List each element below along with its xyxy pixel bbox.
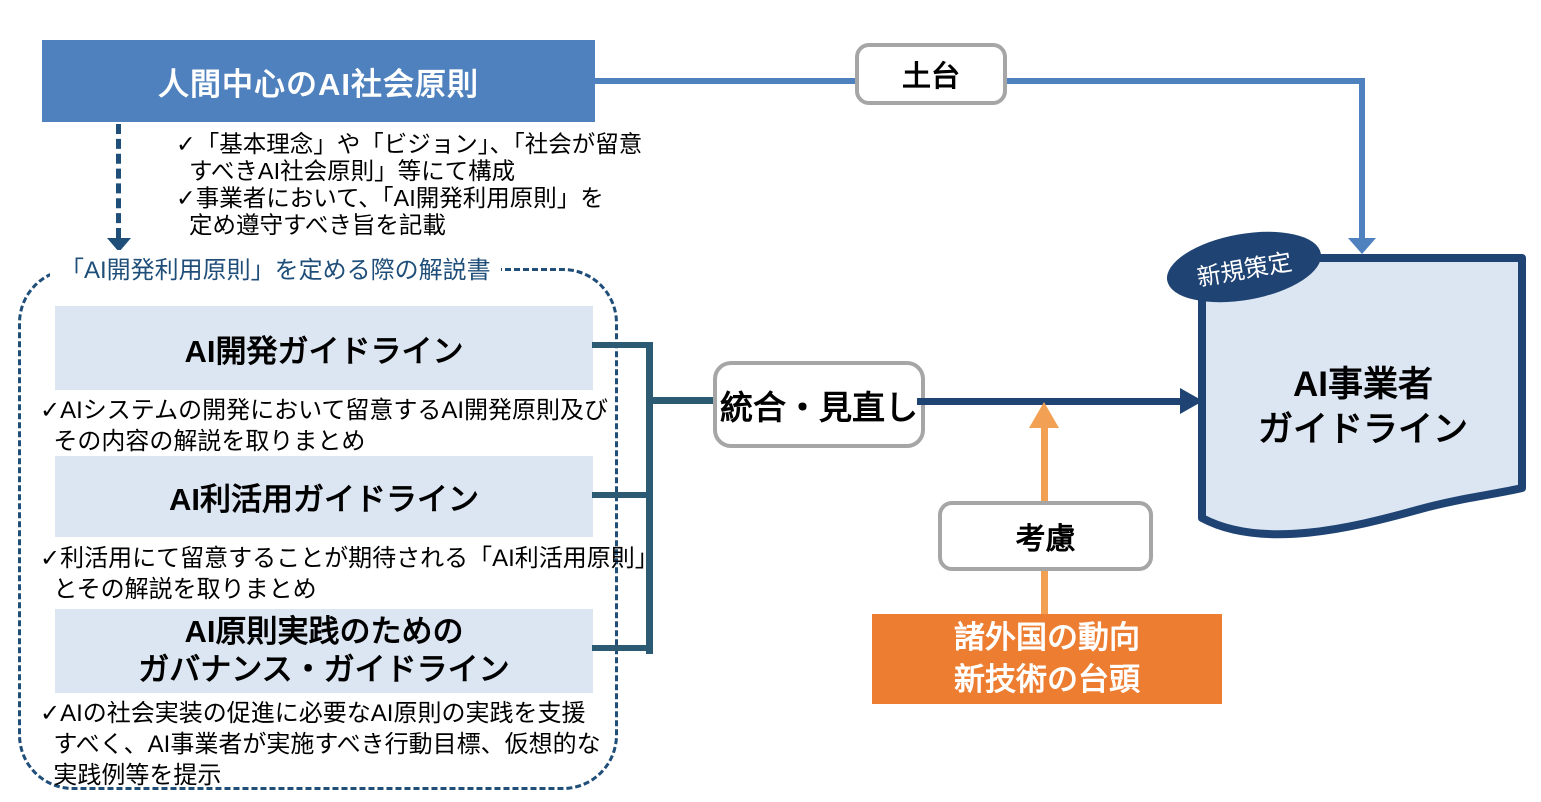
guideline-title: AI利活用ガイドライン	[169, 482, 479, 517]
principles-notes: ✓「基本理念」や「ビジョン」、「社会が留意 すべきAI社会原則」等にて構成 ✓事…	[176, 131, 642, 239]
guideline-note: ✓利活用にて留意することが期待される「AI利活用原則」 とその解説を取りまとめ	[40, 545, 659, 603]
guideline-box-governance: AI原則実践のための ガバナンス・ガイドライン	[55, 609, 593, 693]
guideline-title: AI開発ガイドライン	[184, 333, 464, 369]
bracket-stub-2	[592, 492, 652, 498]
principles-note: ✓「基本理念」や「ビジョン」、「社会が留意 すべきAI社会原則」等にて構成	[176, 131, 643, 184]
consideration-badge: 考慮	[938, 501, 1153, 571]
guidebook-caption: 「AI開発利用原則」を定める際の解説書	[50, 250, 501, 285]
drivers-box: 諸外国の動向 新技術の台頭	[872, 614, 1222, 704]
principles-note: ✓事業者において、「AI開発利用原則」を 定め遵守すべき旨を記載	[176, 185, 604, 238]
guideline-box-development: AI開発ガイドライン	[55, 306, 593, 390]
dashed-arrow-line	[116, 124, 121, 238]
integration-badge: 統合・見直し	[713, 361, 925, 448]
bracket-to-integration-line	[646, 397, 713, 404]
bracket-stub-3	[592, 645, 652, 651]
guideline-box-utilization: AI利活用ガイドライン	[55, 456, 593, 537]
foundation-badge-label: 土台	[901, 61, 960, 93]
bracket-stub-1	[592, 342, 652, 348]
principles-box-label: 人間中心のAI社会原則	[158, 66, 479, 102]
consideration-badge-label: 考慮	[1015, 523, 1076, 556]
new-formulation-badge-label: 新規策定	[1194, 248, 1295, 292]
integration-arrow-line	[917, 398, 1182, 405]
arrow-right-icon	[1180, 388, 1203, 414]
dashed-arrow-down-icon	[107, 238, 131, 252]
guideline-note: ✓AIシステムの開発において留意するAI開発原則及び その内容の解説を取りまとめ	[40, 397, 609, 455]
integration-badge-label: 統合・見直し	[720, 388, 918, 426]
arrow-up-icon	[1029, 402, 1059, 428]
foundation-badge: 土台	[855, 43, 1007, 105]
arrow-down-icon	[1348, 238, 1376, 254]
principles-box: 人間中心のAI社会原則	[42, 40, 595, 122]
guideline-title: AI原則実践のための ガバナンス・ガイドライン	[138, 614, 510, 687]
guideline-note: ✓AIの社会実装の促進に必要なAI原則の実践を支援 すべく、AI事業者が実施すべ…	[40, 700, 601, 789]
document-title: AI事業者 ガイドライン	[1257, 365, 1468, 449]
bracket-vertical-line	[646, 342, 653, 654]
foundation-line-vertical	[1359, 78, 1365, 239]
document-shape	[1198, 254, 1526, 539]
